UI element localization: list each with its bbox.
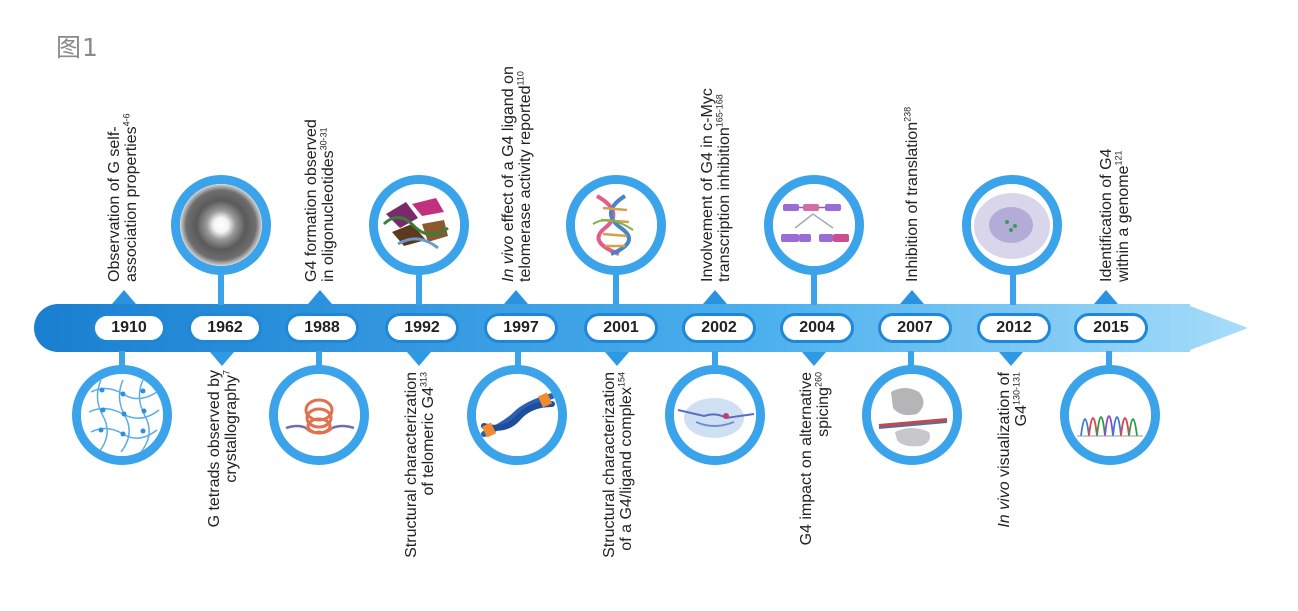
label-1910-ref: 4-6 [121, 113, 132, 127]
label-1992-line1: Structural characterization [403, 372, 420, 558]
label-1910-line1: Observation of G self- [106, 126, 123, 282]
label-1962: G tetrads observed by crystallography7 [206, 370, 240, 575]
gel-network-icon [81, 374, 163, 456]
year-2001: 2001 [584, 313, 658, 343]
label-2012-ref: 130-131 [1011, 372, 1022, 406]
label-1910-line2: association properties [123, 126, 140, 282]
oligonucleotide-icon [278, 374, 360, 456]
label-1962-line1: G tetrads observed by [206, 370, 223, 528]
label-1910: Observation of G self- association prope… [106, 113, 140, 282]
label-2015-ref: 121 [1113, 150, 1124, 166]
year-1997: 1997 [484, 313, 558, 343]
circle-1992-telomeric-structure [369, 175, 469, 275]
year-2015: 2015 [1074, 313, 1148, 343]
label-2007-line1: Inhibition of translation [904, 121, 921, 282]
label-2012-line2: G4 [1013, 405, 1030, 427]
circle-1997-ligand-dna [467, 365, 567, 465]
year-1962: 1962 [188, 313, 262, 343]
label-2012: In vivo visualization of G4130-131 [996, 372, 1030, 568]
label-2002-line1: Involvement of G4 in c-Myc [699, 88, 716, 282]
dna-ligand-icon [476, 374, 558, 456]
year-1992: 1992 [385, 313, 459, 343]
label-1992: Structural characterization of telomeric… [403, 372, 437, 604]
circle-1962-diffraction [171, 175, 271, 275]
figure-label: 图1 [56, 33, 99, 62]
year-2007: 2007 [878, 313, 952, 343]
circle-2002-transcription [665, 365, 765, 465]
label-2004-ref: 260 [813, 372, 824, 388]
circle-2015-sequencing [1060, 365, 1160, 465]
label-2012-italic: In vivo [996, 481, 1013, 528]
circle-1988-oligonucleotide [269, 365, 369, 465]
splicing-diagram-icon [773, 184, 855, 266]
label-2001: Structural characterization of a G4/liga… [601, 372, 635, 604]
xray-diffraction-icon [180, 184, 262, 266]
label-2002-line2: transcription inhibition [716, 127, 733, 282]
circle-2007-translation [862, 365, 962, 465]
label-1997-italic: In vivo [500, 235, 517, 282]
label-2004-line2: spicing [815, 387, 832, 437]
label-1988-line2: in oligonucleotides [320, 150, 337, 282]
label-1962-ref: 7 [221, 370, 232, 376]
label-1988-ref: 30-31 [318, 127, 329, 151]
label-2007-ref: 238 [902, 106, 913, 122]
label-1997-line1: effect of a G4 ligand on [500, 66, 517, 236]
label-2004-line1: G4 impact on alternative [798, 372, 815, 546]
ribosome-icon [871, 374, 953, 456]
year-2002: 2002 [682, 313, 756, 343]
label-1992-ref: 313 [418, 372, 429, 388]
circle-2002-gene-diagram [764, 175, 864, 275]
label-2002: Involvement of G4 in c-Myc transcription… [699, 88, 733, 282]
label-2001-line2: of a G4/ligand complex [618, 387, 635, 551]
year-2012: 2012 [977, 313, 1051, 343]
helix-structure-icon [575, 184, 657, 266]
cell-nucleus-icon [971, 184, 1053, 266]
label-2015: Identification of G4 within a genome121 [1098, 149, 1132, 282]
label-2007: Inhibition of translation238 [902, 106, 921, 282]
label-2015-line2: within a genome [1115, 165, 1132, 282]
label-2002-ref: 165-168 [714, 94, 725, 128]
transcription-complex-icon [674, 374, 756, 456]
label-1988-line1: G4 formation observed [303, 119, 320, 282]
label-1997: In vivo effect of a G4 ligand on telomer… [500, 66, 534, 282]
circle-2012-cell-visualization [962, 175, 1062, 275]
year-2004: 2004 [780, 313, 854, 343]
label-2015-line1: Identification of G4 [1098, 148, 1115, 282]
label-1992-line2: of telomeric G4 [420, 387, 437, 496]
year-1988: 1988 [285, 313, 359, 343]
label-2001-line1: Structural characterization [601, 372, 618, 558]
label-1962-line2: crystallography [223, 375, 240, 483]
label-2004: G4 impact on alternative spicing260 [798, 372, 832, 588]
year-1910: 1910 [92, 313, 166, 343]
protein-ribbon-icon [378, 184, 460, 266]
label-1988: G4 formation observed in oligonucleotide… [303, 119, 337, 282]
label-2012-line1: visualization of [996, 372, 1013, 482]
label-1997-ref: 110 [515, 71, 526, 86]
label-1997-line2: telomerase activity reported [517, 85, 534, 282]
sequencing-peaks-icon [1069, 374, 1151, 456]
circle-1910-gel-network [72, 365, 172, 465]
label-2001-ref: 154 [616, 372, 627, 388]
circle-2001-ligand-complex [566, 175, 666, 275]
